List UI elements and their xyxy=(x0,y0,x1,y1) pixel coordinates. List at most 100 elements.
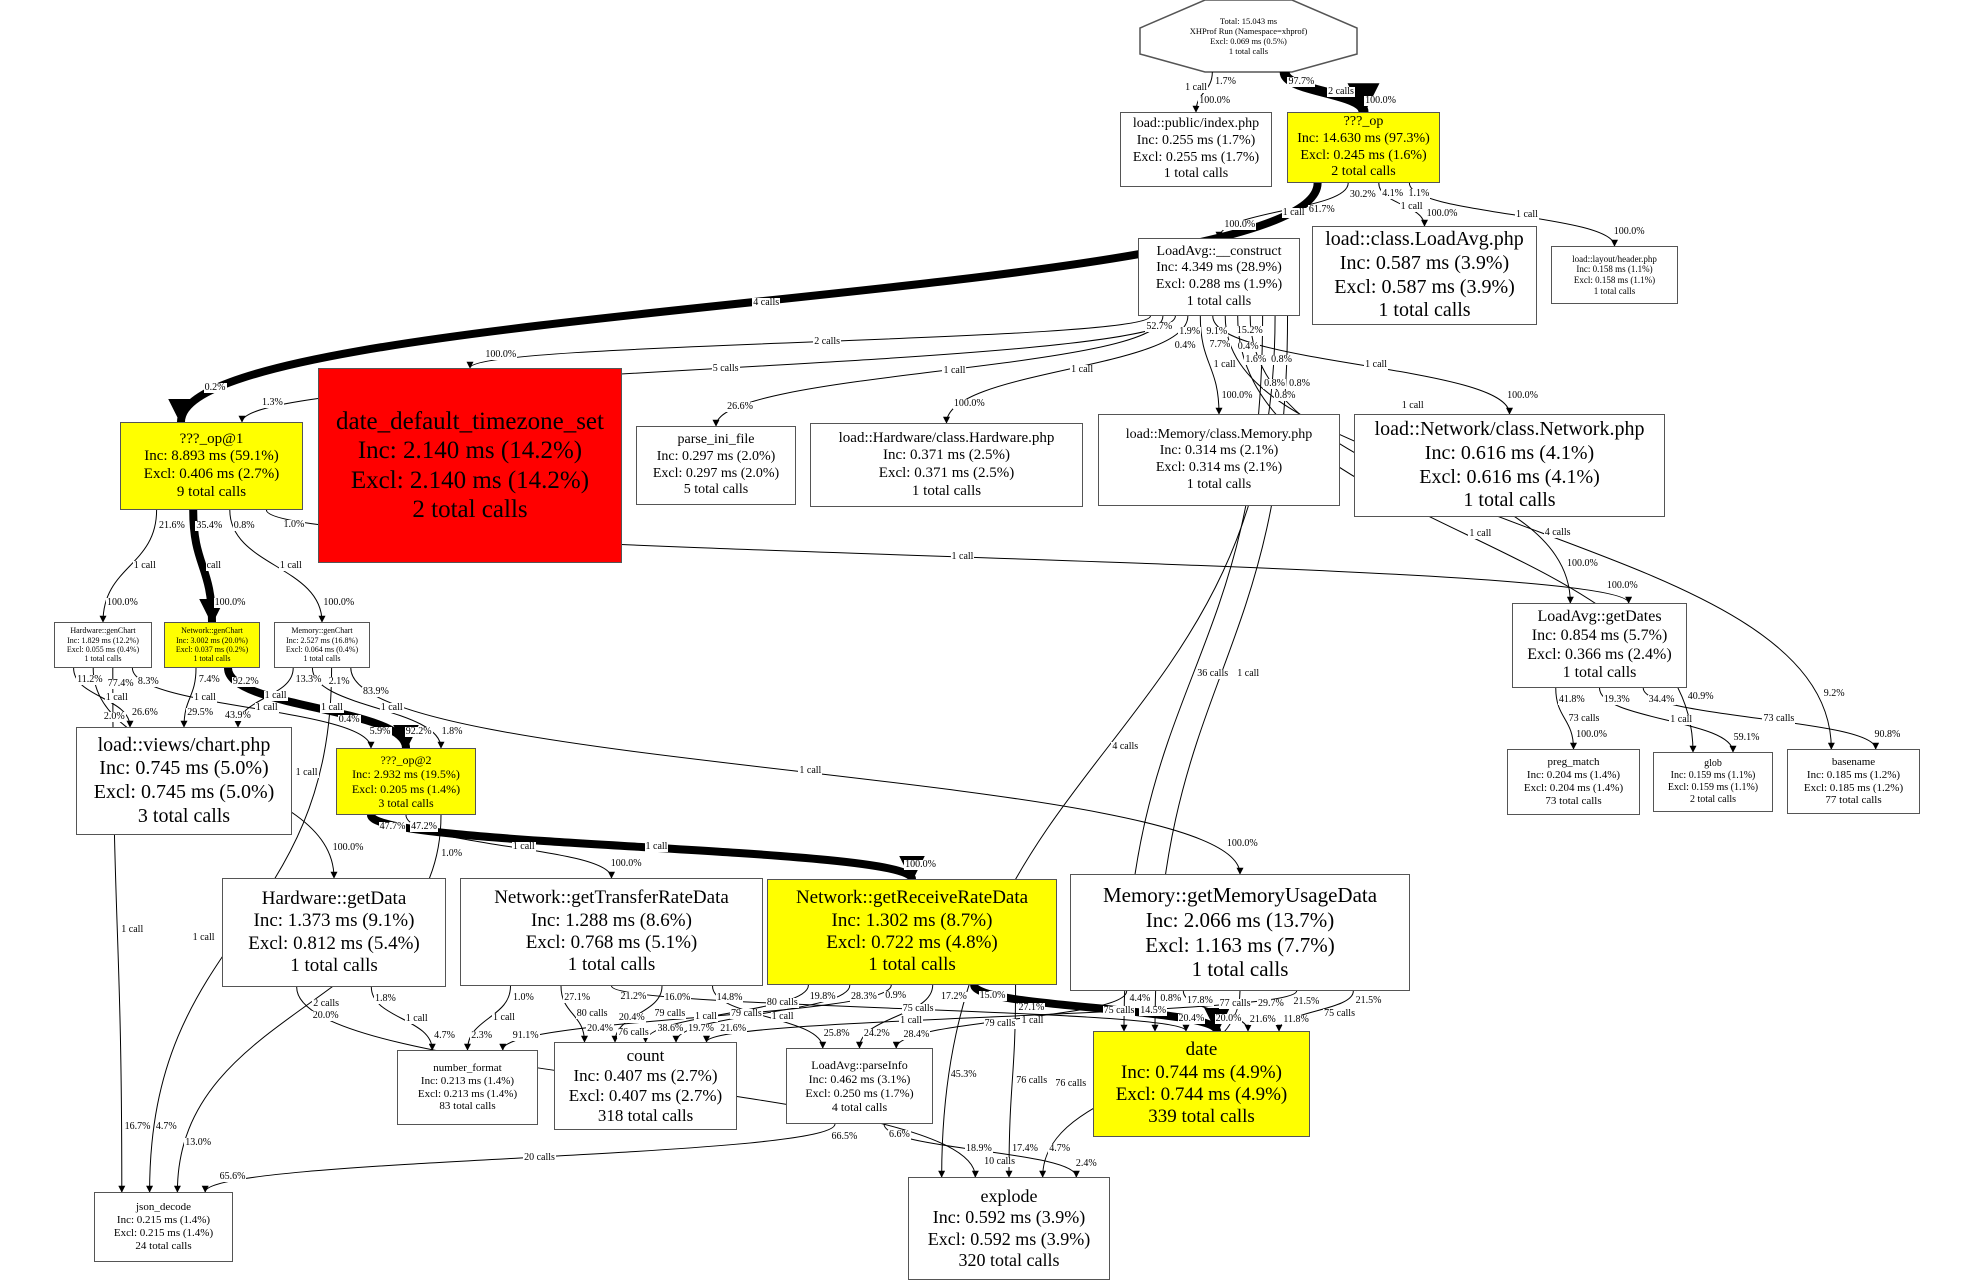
total-calls: 1 total calls xyxy=(1593,285,1636,296)
exclusive-time: Excl: 0.745 ms (5.0%) xyxy=(93,781,275,803)
edge-out-percent: 97.7% xyxy=(1287,76,1316,88)
edge-construct-to-op1[interactable] xyxy=(238,315,1176,423)
edge-call-count: 1 call xyxy=(1070,363,1095,375)
root-node[interactable]: Total: 15.043 ms XHProf Run (Namespace=x… xyxy=(1150,6,1347,66)
edge-op1-to-netchart[interactable] xyxy=(189,509,225,625)
edge-out-percent: 0.4% xyxy=(337,714,361,726)
function-name: count xyxy=(626,1045,665,1065)
edge-construct-to-parseini[interactable] xyxy=(712,315,1164,427)
function-name: Network::getReceiveRateData xyxy=(795,887,1029,909)
edge-out-percent: 0.9% xyxy=(884,989,908,1001)
edge-in-percent: 65.6% xyxy=(218,1171,247,1183)
edge-nettransfer-to-count[interactable] xyxy=(560,985,588,1043)
edge-hwgetdata-to-numberformat[interactable] xyxy=(370,986,436,1051)
edge-call-count: 76 calls xyxy=(1054,1078,1088,1089)
edge-in-percent: 20.4% xyxy=(617,1011,646,1023)
edge-in-percent: 11.8% xyxy=(1282,1013,1310,1025)
edge-in-percent: 100.0% xyxy=(322,596,356,608)
edge-out-percent: 2.1% xyxy=(327,675,351,687)
edge-in-percent: 24.2% xyxy=(862,1028,891,1039)
edge-call-count: 80 calls xyxy=(765,996,799,1008)
edge-netchart-to-chartphp[interactable] xyxy=(180,667,197,728)
exclusive-time: Excl: 0.288 ms (1.9%) xyxy=(1155,277,1283,292)
edge-netreceive-to-parseinfo[interactable] xyxy=(856,984,934,1049)
edge-root-to-op[interactable] xyxy=(1279,70,1380,116)
edge-in-percent: 100.0% xyxy=(1425,208,1459,220)
edge-call-count: 1 call xyxy=(404,1012,429,1024)
edge-call-count: 73 calls xyxy=(1762,712,1796,724)
exclusive-time: Excl: 2.140 ms (14.2%) xyxy=(350,466,590,494)
edge-in-percent: 20.4% xyxy=(1177,1013,1206,1024)
edge-op1-to-hwchart[interactable] xyxy=(99,509,158,623)
root-run: XHProf Run (Namespace=xhprof) xyxy=(1189,25,1308,36)
edge-call-count: 73 calls xyxy=(1567,712,1601,724)
edge-call-count: 1 call xyxy=(263,689,288,701)
edge-in-percent: 0.8% xyxy=(1159,992,1183,1004)
total-calls: 1 total calls xyxy=(1378,299,1471,322)
exclusive-time: Excl: 0.722 ms (4.8%) xyxy=(826,932,998,953)
inclusive-time: Inc: 2.527 ms (16.8%) xyxy=(286,635,358,645)
edge-out-percent: 13.3% xyxy=(294,674,323,685)
root-octagon[interactable] xyxy=(1139,0,1358,73)
exclusive-time: Excl: 0.215 ms (1.4%) xyxy=(113,1227,214,1239)
edge-in-percent: 100.0% xyxy=(1225,838,1259,850)
edge-nettransfer-to-numberformat[interactable] xyxy=(464,985,511,1051)
edge-op2-to-netreceive[interactable] xyxy=(367,812,925,882)
edge-out-percent: 29.7% xyxy=(1256,997,1285,1009)
edge-in-percent: 40.9% xyxy=(1686,690,1715,702)
edge-in-percent: 100.0% xyxy=(904,858,937,870)
edge-call-count: 1 call xyxy=(1400,399,1425,411)
edge-in-percent: 100.0% xyxy=(1605,579,1639,591)
exclusive-time: Excl: 0.297 ms (2.0%) xyxy=(652,465,780,481)
edge-getdates-to-pregmatch[interactable] xyxy=(1555,687,1577,750)
exclusive-time: Excl: 0.159 ms (1.1%) xyxy=(1667,782,1759,793)
inclusive-time: Inc: 14.630 ms (97.3%) xyxy=(1297,130,1430,146)
edge-in-percent: 43.9% xyxy=(224,710,252,722)
function-name: load::views/chart.php xyxy=(97,733,271,756)
edge-call-count: 1 call xyxy=(1184,82,1209,93)
edge-out-percent: 15.0% xyxy=(978,989,1007,1001)
total-calls: 1 total calls xyxy=(567,954,656,976)
edge-memusage-to-date[interactable] xyxy=(1182,990,1252,1032)
edge-netreceive-to-count[interactable] xyxy=(642,984,809,1043)
total-calls: 83 total calls xyxy=(439,1100,496,1113)
edge-call-count: 1 call xyxy=(193,691,217,703)
inclusive-time: Inc: 1.829 ms (12.2%) xyxy=(67,635,139,645)
edge-call-count: 1 call xyxy=(798,765,823,776)
edge-parseinfo-to-jsondecode[interactable] xyxy=(201,1123,836,1193)
edge-hwchart-to-chartphp[interactable] xyxy=(73,667,134,728)
edge-in-percent: 25.8% xyxy=(822,1028,851,1040)
edge-memusage-to-date[interactable] xyxy=(1275,990,1354,1032)
edge-op2-to-jsondecode[interactable] xyxy=(173,814,442,1193)
